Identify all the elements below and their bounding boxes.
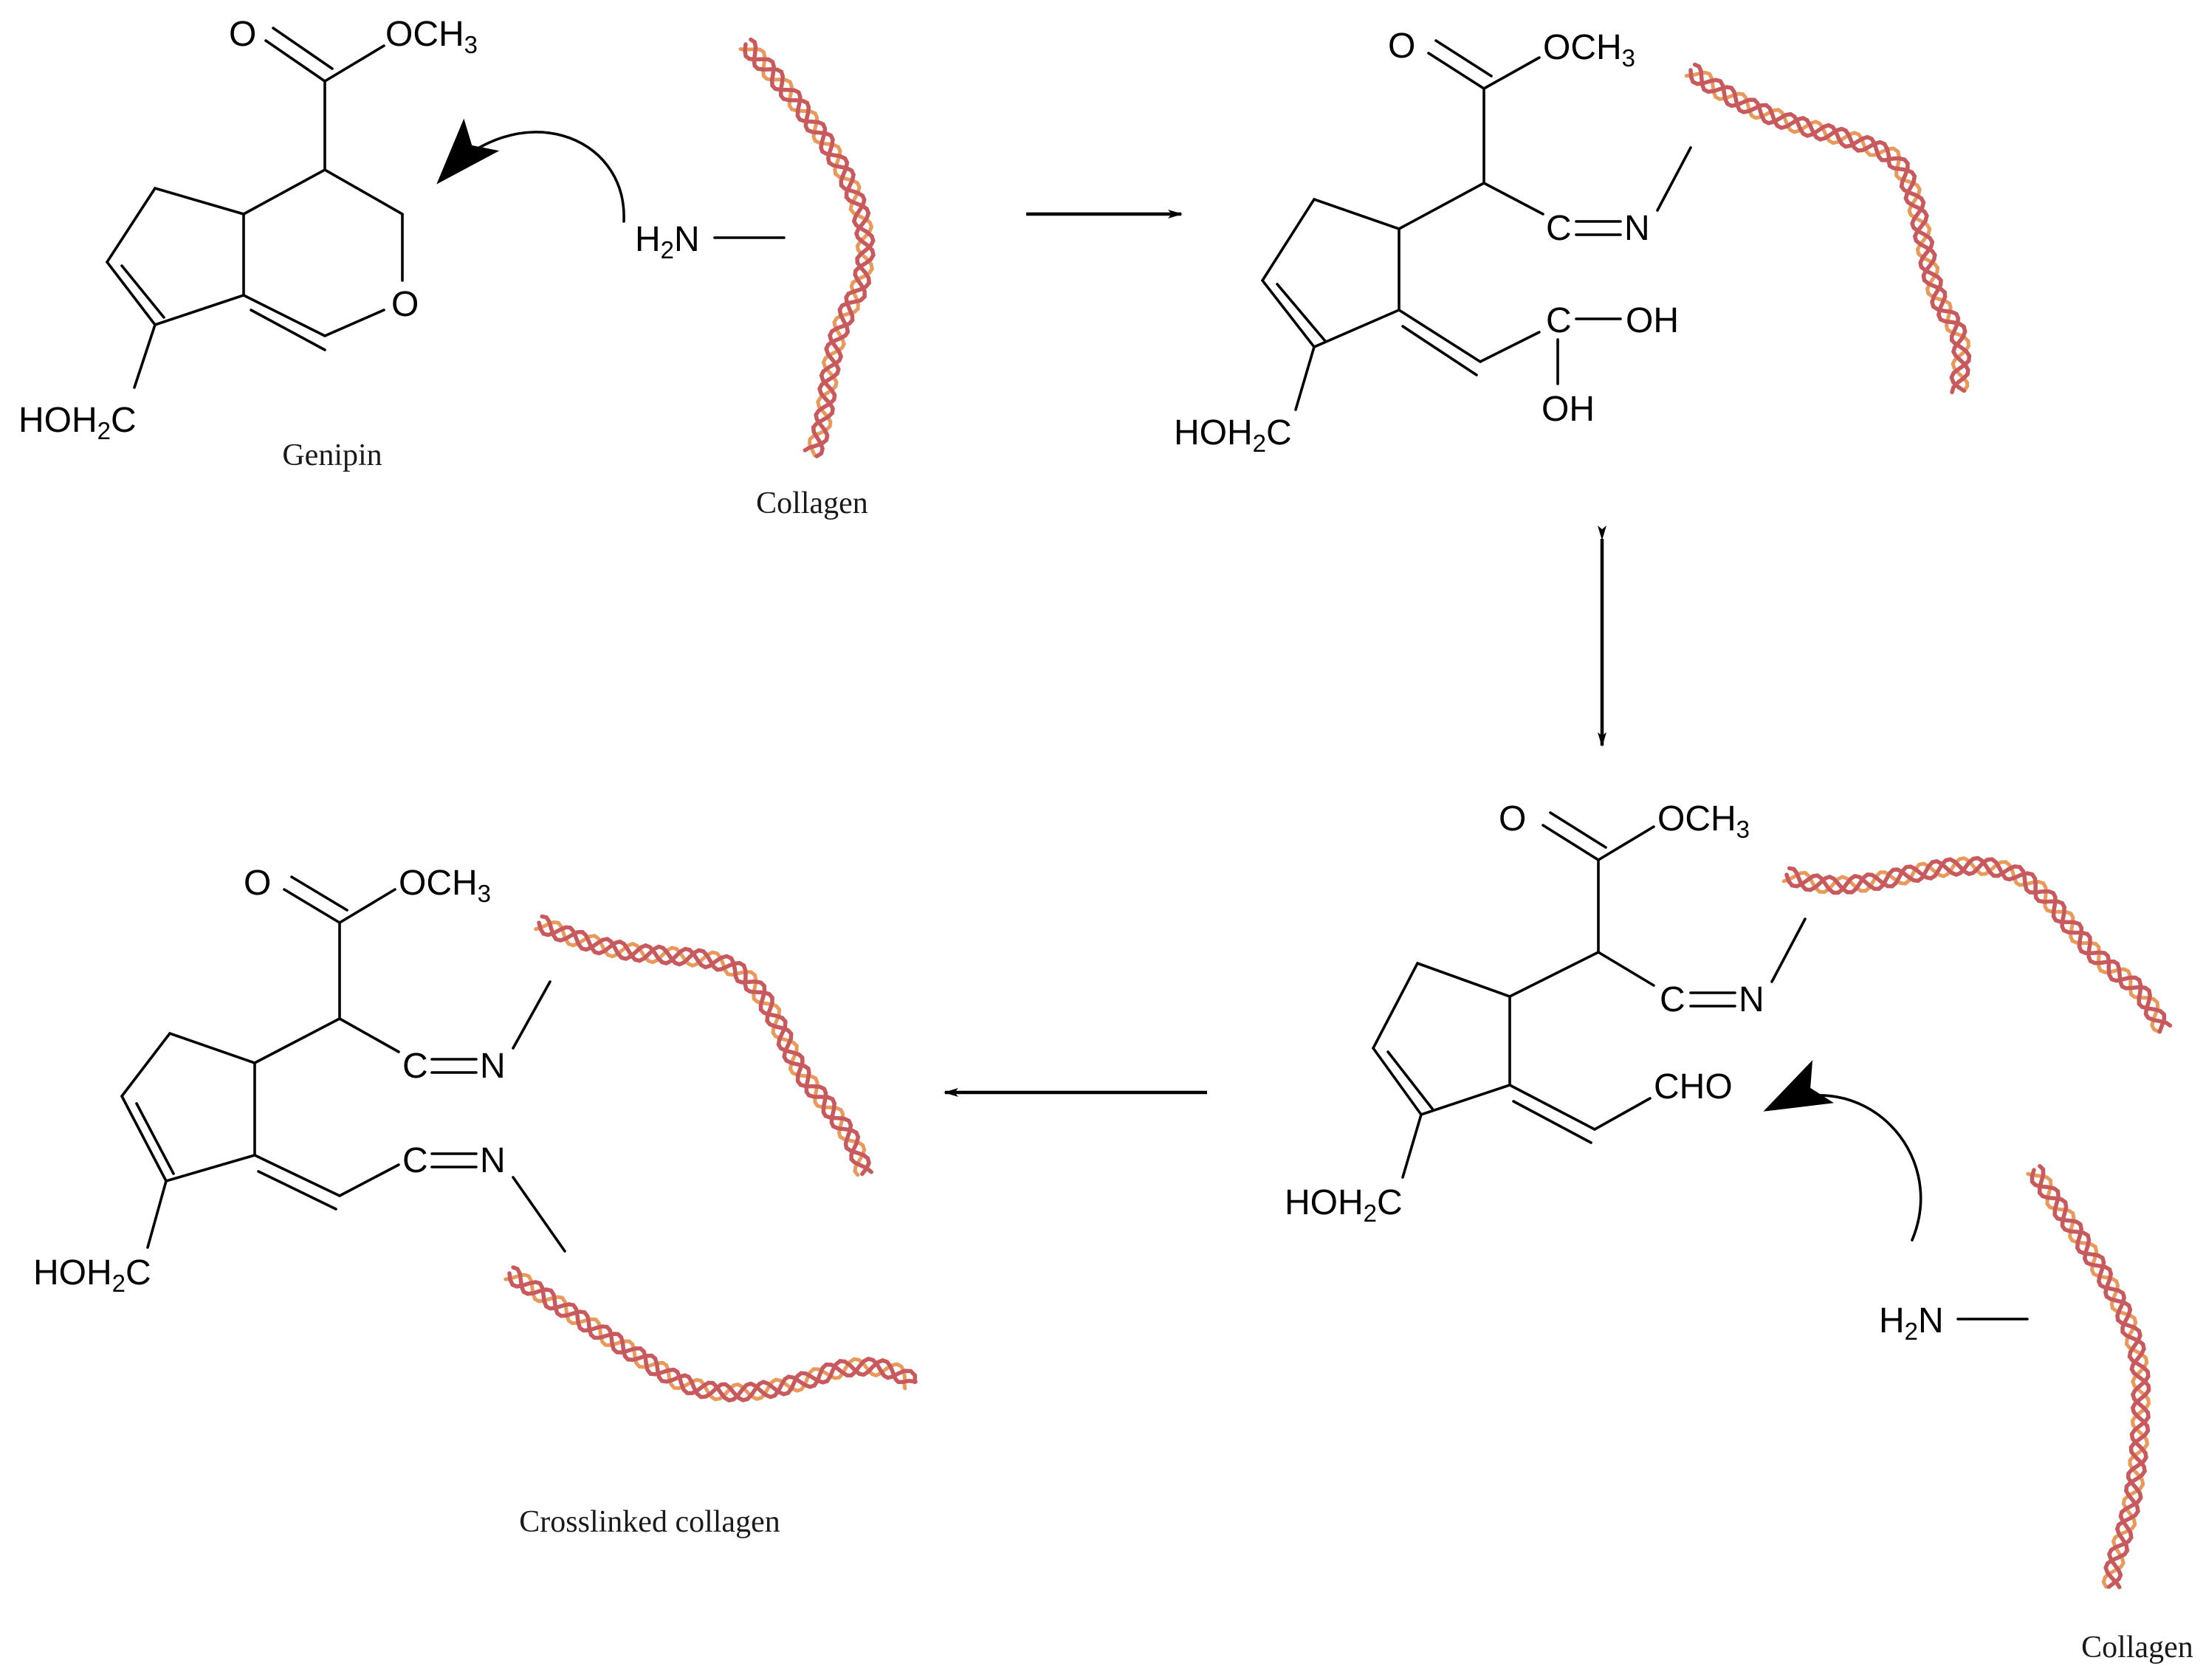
amine-group-1: H2N (635, 220, 700, 264)
hydroxymethyl-group: HOH2C (18, 401, 137, 444)
carbonyl-oxygen: O (229, 15, 256, 54)
imine-nitrogen-4b: N (480, 1141, 506, 1180)
methyl-ester-2: OCH3 (1543, 28, 1635, 72)
collagen-strand-6 (504, 1265, 918, 1403)
intermediate-aldehyde-structure: O OCH3 C N CHO HOH2C (1285, 799, 1807, 1227)
hydroxyl-1: OH (1626, 301, 1679, 340)
collagen-strand-2 (1684, 62, 1972, 395)
imine-nitrogen-2: N (1624, 209, 1650, 248)
imine-nitrogen-3: N (1739, 980, 1764, 1019)
ring-oxygen: O (391, 285, 419, 324)
amine-group-2: H2N (1879, 1301, 1944, 1345)
imine-carbon-4b: C (402, 1141, 428, 1180)
crosslinked-collagen-label: Crosslinked collagen (519, 1505, 780, 1539)
carbonyl-oxygen-3: O (1499, 799, 1526, 839)
imine-carbon-3: C (1660, 980, 1685, 1019)
imine-nitrogen-4a: N (480, 1047, 506, 1086)
hydroxymethyl-group-2: HOH2C (1174, 413, 1292, 457)
genipin-label: Genipin (282, 438, 382, 472)
hydroxymethyl-group-4: HOH2C (33, 1253, 151, 1297)
curved-arrow-attack-2 (1763, 1060, 1922, 1242)
collagen-label-bottom: Collagen (2081, 1631, 2193, 1664)
collagen-strand-5 (534, 914, 873, 1177)
hydroxyl-2: OH (1542, 390, 1595, 429)
collagen-label-top: Collagen (756, 486, 868, 520)
methyl-ester: OCH3 (385, 15, 478, 58)
collagen-strand-4 (2026, 1164, 2151, 1590)
methyl-ester-4: OCH3 (399, 864, 491, 907)
intermediate-hemiacetal-structure: O OCH3 C N C OH OH HOH2C (1174, 27, 1692, 457)
imine-carbon-2: C (1546, 209, 1572, 248)
genipin-structure: O OCH3 O HOH2C (18, 15, 478, 444)
hydroxymethyl-group-3: HOH2C (1285, 1183, 1403, 1227)
collagen-strand-1 (738, 37, 876, 458)
hemiacetal-carbon: C (1546, 301, 1572, 340)
imine-carbon-4a: C (402, 1047, 428, 1086)
collagen-strand-3 (1781, 856, 2173, 1034)
methyl-ester-3: OCH3 (1657, 799, 1750, 843)
carbonyl-oxygen-2: O (1388, 27, 1415, 66)
carbonyl-oxygen-4: O (244, 864, 271, 903)
curved-arrow-attack-1 (436, 118, 625, 223)
crosslinked-structure: O OCH3 C N C N HOH2C (33, 864, 566, 1297)
aldehyde-group: CHO (1654, 1067, 1733, 1106)
